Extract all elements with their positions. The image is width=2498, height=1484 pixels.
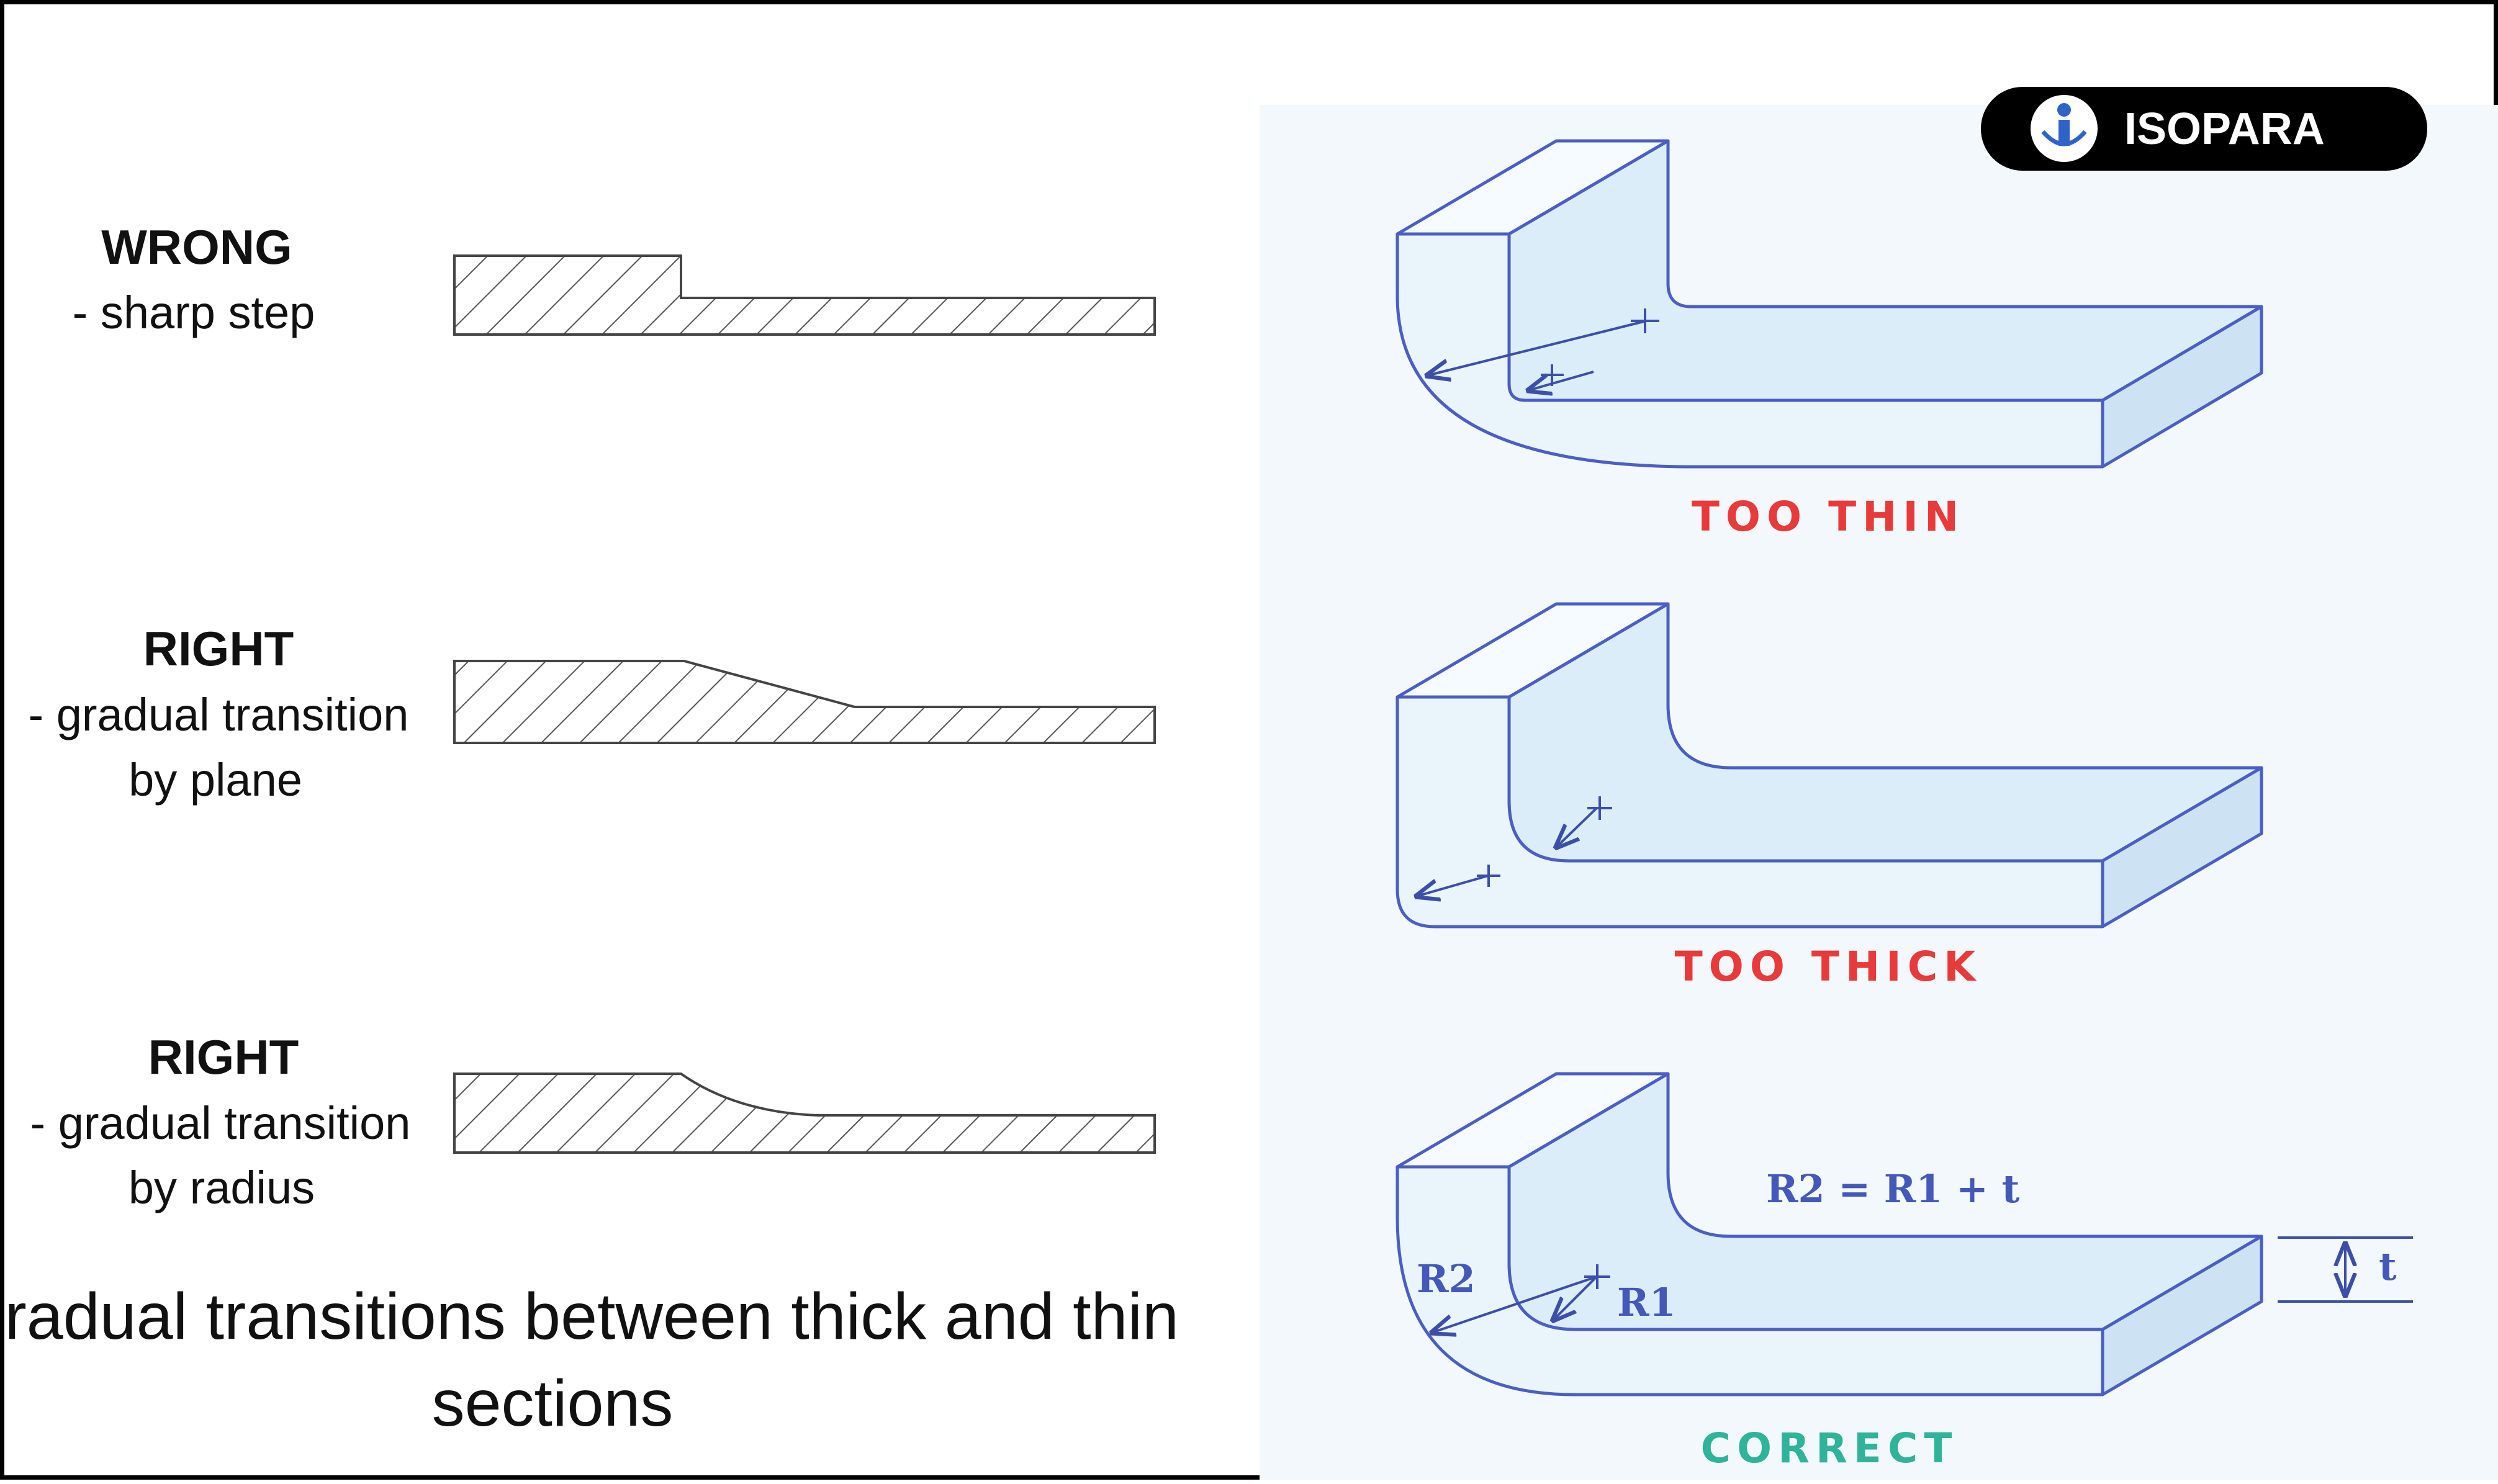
part-front-face	[1396, 232, 2104, 469]
label-r1: R1	[1617, 1280, 1676, 1325]
case-description: - sharp step	[73, 287, 315, 338]
verdict-label: CORRECT	[1701, 1424, 1959, 1472]
center-mark	[1587, 796, 1612, 820]
caption-line-2: sections	[432, 1367, 674, 1440]
part-front-face	[1396, 1165, 2104, 1396]
radius-arrow-r2	[1432, 1275, 1597, 1333]
radius-arrow-r1	[1553, 1275, 1598, 1320]
isopara-logo: ISOPARA	[1981, 87, 2427, 171]
part-too-thick: TOO THICK	[1396, 602, 2263, 991]
part-end-face	[2101, 1234, 2263, 1396]
label-r2: R2	[1417, 1256, 1476, 1302]
case-wrong-sharp-step: WRONG - sharp step	[73, 220, 1156, 338]
case-right-radius: RIGHT - gradual transition by radius	[30, 1030, 1156, 1213]
part-correct: R2 R1 R2 = R1 + t t CORRECT	[1396, 1072, 2413, 1472]
logo-text: ISOPARA	[2124, 104, 2325, 154]
diagram-canvas: WRONG - sharp step RIGHT - gradual trans…	[4, 87, 2498, 1480]
section-profile-plane	[453, 660, 1156, 744]
center-mark	[1477, 865, 1500, 887]
formula-label: R2 = R1 + t	[1766, 1166, 2020, 1212]
verdict-label: TOO THIN	[1692, 493, 1965, 541]
label-t: t	[2379, 1244, 2397, 1289]
part-too-thin: TOO THIN	[1396, 139, 2263, 541]
case-title: RIGHT	[143, 621, 294, 676]
radius-arrow-inner	[1528, 371, 1594, 390]
case-description: - gradual transition	[29, 689, 409, 740]
center-mark	[1631, 308, 1659, 333]
verdict-label: TOO THICK	[1675, 943, 1982, 991]
case-description: by radius	[129, 1162, 315, 1213]
case-title: WRONG	[101, 220, 292, 274]
radius-arrow-outer	[1417, 875, 1489, 896]
part-end-face	[2101, 766, 2263, 929]
part-front-face	[1396, 695, 2104, 929]
caption-line-1: Gradual transitions between thick and th…	[4, 1280, 1179, 1353]
case-title: RIGHT	[148, 1030, 299, 1084]
part-end-face	[2101, 305, 2263, 469]
section-profile-sharp-step	[453, 254, 1156, 336]
left-panel: WRONG - sharp step RIGHT - gradual trans…	[4, 220, 1179, 1440]
isopara-logo-icon	[2031, 95, 2098, 162]
case-right-plane: RIGHT - gradual transition by plane	[29, 621, 1156, 806]
center-mark	[1541, 364, 1564, 386]
logo-badge	[1981, 87, 2427, 171]
radius-arrow-inner	[1556, 807, 1598, 847]
radius-arrow-outer	[1427, 320, 1647, 375]
section-profile-radius	[453, 1073, 1156, 1154]
case-description: by plane	[129, 754, 302, 806]
center-mark	[1584, 1264, 1610, 1289]
case-description: - gradual transition	[30, 1097, 411, 1149]
